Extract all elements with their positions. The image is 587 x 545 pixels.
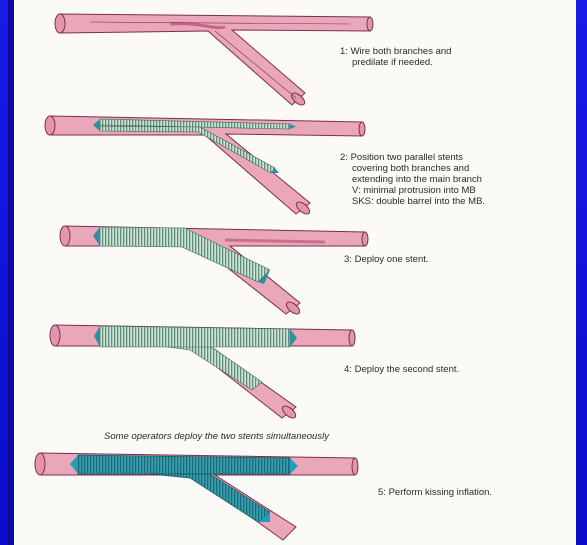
step-1-vessel	[55, 14, 373, 107]
step-2-caption: 2: Position two parallel stents covering…	[340, 152, 485, 207]
step-2-line-5: SKS: double barrel into the MB.	[340, 196, 485, 207]
step-4-line-1: Deploy the second stent.	[355, 364, 460, 375]
step-2-number: 2:	[340, 152, 348, 163]
step-2-line-4: V: minimal protrusion into MB	[340, 185, 485, 196]
step-3-number: 3:	[344, 254, 352, 265]
step-5-caption: 5: Perform kissing inflation.	[378, 487, 492, 498]
step-4-caption: 4: Deploy the second stent.	[344, 364, 459, 375]
step-3-line-1: Deploy one stent.	[355, 254, 429, 265]
step-1-caption: 1: Wire both branches and predilate if n…	[340, 46, 451, 68]
step-3-caption: 3: Deploy one stent.	[344, 254, 429, 265]
step-2-line-1: Position two parallel stents	[351, 152, 463, 163]
simultaneous-deploy-note: Some operators deploy the two stents sim…	[104, 431, 329, 442]
step-1-number: 1:	[340, 46, 348, 57]
step-2-stents	[93, 119, 296, 173]
step-2-line-2: covering both branches and	[340, 163, 485, 174]
step-5-number: 5:	[378, 487, 386, 498]
step-1-line-2: predilate if needed.	[340, 57, 451, 68]
step-2-line-3: extending into the main branch	[340, 174, 485, 185]
step-4-number: 4:	[344, 364, 352, 375]
step-5-kissing-balloons	[70, 455, 298, 522]
step-4-stents	[94, 326, 297, 390]
step-5-line-1: Perform kissing inflation.	[389, 487, 492, 498]
step-1-line-1: Wire both branches and	[351, 46, 452, 57]
